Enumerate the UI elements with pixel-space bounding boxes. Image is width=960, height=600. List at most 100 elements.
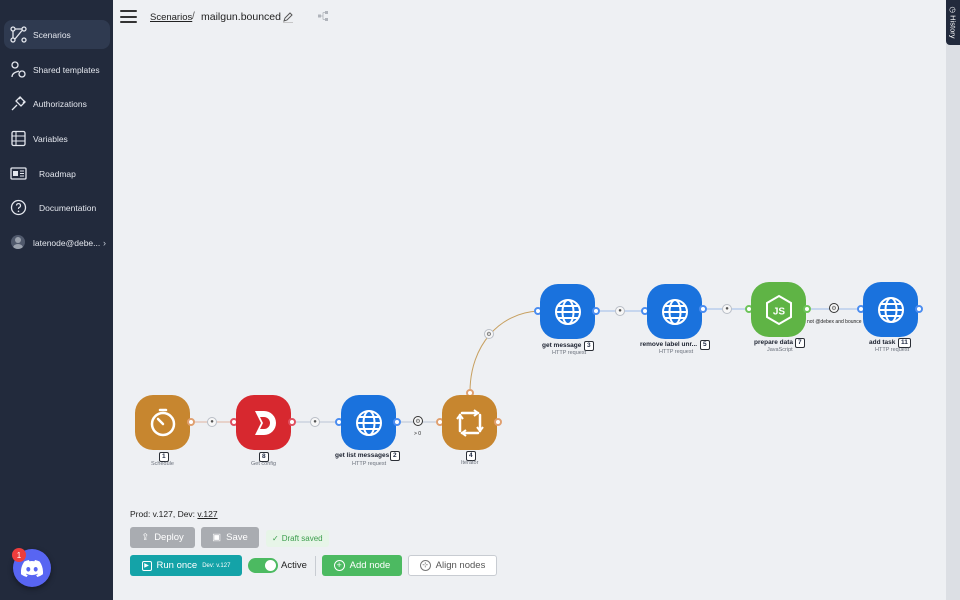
save-button[interactable]: ▣ Save xyxy=(201,527,259,548)
active-toggle[interactable] xyxy=(248,558,278,573)
link-filter-icon[interactable]: ● xyxy=(615,306,625,316)
globe-icon xyxy=(647,284,702,339)
sidebar-item-documentation[interactable]: Documentation xyxy=(4,193,110,222)
filter-label: not @debex and bounce xyxy=(807,319,862,325)
filter-label: > 0 xyxy=(414,431,422,437)
node-type: HTTP request xyxy=(552,350,587,356)
scenarios-icon xyxy=(10,26,27,43)
variables-icon xyxy=(10,130,27,147)
version-info: Prod: v.127, Dev: v.127 xyxy=(130,509,218,519)
globe-icon xyxy=(341,395,396,450)
globe-icon xyxy=(863,282,918,337)
output-port[interactable] xyxy=(915,305,923,313)
sidebar-item-label: Shared templates xyxy=(33,64,100,75)
node-name: add task xyxy=(869,339,896,346)
version-prefix: Prod: v.127, Dev: xyxy=(130,509,198,519)
node-name: remove label unr... xyxy=(640,341,698,348)
node-number: 4 xyxy=(466,451,476,461)
filter-gear-icon[interactable]: ⚙ xyxy=(829,303,839,313)
globe-icon xyxy=(540,284,595,339)
output-port[interactable] xyxy=(393,418,401,426)
node-type: Schedule xyxy=(151,461,174,467)
filter-gear-icon[interactable]: ⚙ xyxy=(413,416,423,426)
plug-icon xyxy=(10,95,27,112)
plus-circle-icon: + xyxy=(333,560,345,571)
upload-icon: ⇪ xyxy=(141,532,150,543)
link-filter-icon[interactable]: ● xyxy=(310,417,320,427)
dataform-icon xyxy=(236,395,291,450)
nodejs-icon: JS xyxy=(751,282,806,337)
run-dev-version: Dev: v.127 xyxy=(202,562,231,569)
sidebar-item-shared-templates[interactable]: Shared templates xyxy=(4,55,110,84)
node-number: 5 xyxy=(700,340,710,350)
scrollbar[interactable] xyxy=(946,0,960,600)
output-port[interactable] xyxy=(494,418,502,426)
help-circle-icon xyxy=(10,199,27,216)
output-port[interactable] xyxy=(803,305,811,313)
node-type: Get config xyxy=(251,461,277,467)
roadmap-icon xyxy=(10,165,27,182)
pencil-icon[interactable] xyxy=(282,11,294,23)
svg-text:JS: JS xyxy=(772,306,785,317)
menu-icon[interactable] xyxy=(120,10,137,24)
sidebar-item-account[interactable]: latenode@debe... › xyxy=(4,228,110,257)
check-icon: ✓ xyxy=(272,534,279,543)
node-number: 7 xyxy=(795,338,805,348)
sidebar-item-roadmap[interactable]: Roadmap xyxy=(4,159,110,188)
draft-status: ✓ Draft saved xyxy=(266,530,329,547)
output-port[interactable] xyxy=(592,307,600,315)
output-port[interactable] xyxy=(288,418,296,426)
draft-label: Draft saved xyxy=(281,534,323,543)
add-node-label: Add node xyxy=(349,560,391,571)
sidebar-item-label: Roadmap xyxy=(39,168,76,179)
node-number: 1 xyxy=(159,452,169,462)
structure-icon[interactable] xyxy=(318,11,328,21)
link-filter-icon[interactable]: ● xyxy=(207,417,217,427)
discord-button[interactable] xyxy=(13,549,51,587)
save-label: Save xyxy=(226,532,248,543)
node-number: 11 xyxy=(898,338,911,348)
iterator-icon xyxy=(442,395,497,450)
align-nodes-button[interactable]: ⊹ Align nodes xyxy=(408,555,497,576)
shared-templates-icon xyxy=(10,61,27,78)
node-number: 3 xyxy=(584,341,594,351)
scenario-title: mailgun.bounced xyxy=(201,11,281,23)
node-name: get message xyxy=(542,342,582,349)
node-type: HTTP request xyxy=(875,347,910,353)
breadcrumb-separator: / xyxy=(192,11,195,22)
node-type: HTTP request xyxy=(352,461,387,467)
sidebar-item-label: Documentation xyxy=(39,202,97,213)
sidebar-item-scenarios[interactable]: Scenarios xyxy=(4,20,110,49)
breadcrumb-scenarios-link[interactable]: Scenarios xyxy=(150,12,193,23)
deploy-button[interactable]: ⇪ Deploy xyxy=(130,527,195,548)
add-node-button[interactable]: + Add node xyxy=(322,555,402,576)
node-type: Iterator xyxy=(461,460,479,466)
node-type: JavaScript xyxy=(767,347,793,353)
deploy-label: Deploy xyxy=(154,532,184,543)
output-port[interactable] xyxy=(187,418,195,426)
node-type: HTTP request xyxy=(659,349,694,355)
avatar-icon xyxy=(11,235,28,252)
version-link[interactable]: v.127 xyxy=(197,509,218,519)
active-label: Active xyxy=(281,560,307,571)
sidebar-item-variables[interactable]: Variables xyxy=(4,124,110,153)
align-nodes-label: Align nodes xyxy=(435,560,486,571)
node-number: 8 xyxy=(259,452,269,462)
node-name: get list messages xyxy=(335,452,390,459)
account-email: latenode@debe... xyxy=(33,237,101,248)
notification-badge: 1 xyxy=(12,548,26,562)
play-icon: ▶ xyxy=(141,560,152,571)
history-tab[interactable]: ◷ History xyxy=(946,0,960,45)
chevron-right-icon: › xyxy=(103,237,106,248)
sidebar-item-label: Scenarios xyxy=(33,29,71,40)
link-filter-icon[interactable]: ● xyxy=(722,304,732,314)
timer-icon xyxy=(135,395,190,450)
floppy-icon: ▣ xyxy=(212,532,222,543)
sidebar-item-label: Authorizations xyxy=(33,98,87,109)
divider xyxy=(315,556,316,576)
output-port[interactable] xyxy=(699,305,707,313)
link-filter-icon[interactable]: ⚙ xyxy=(484,329,494,339)
sidebar-item-authorizations[interactable]: Authorizations xyxy=(4,89,110,118)
sidebar: Scenarios Shared templates Authorization… xyxy=(0,0,113,600)
